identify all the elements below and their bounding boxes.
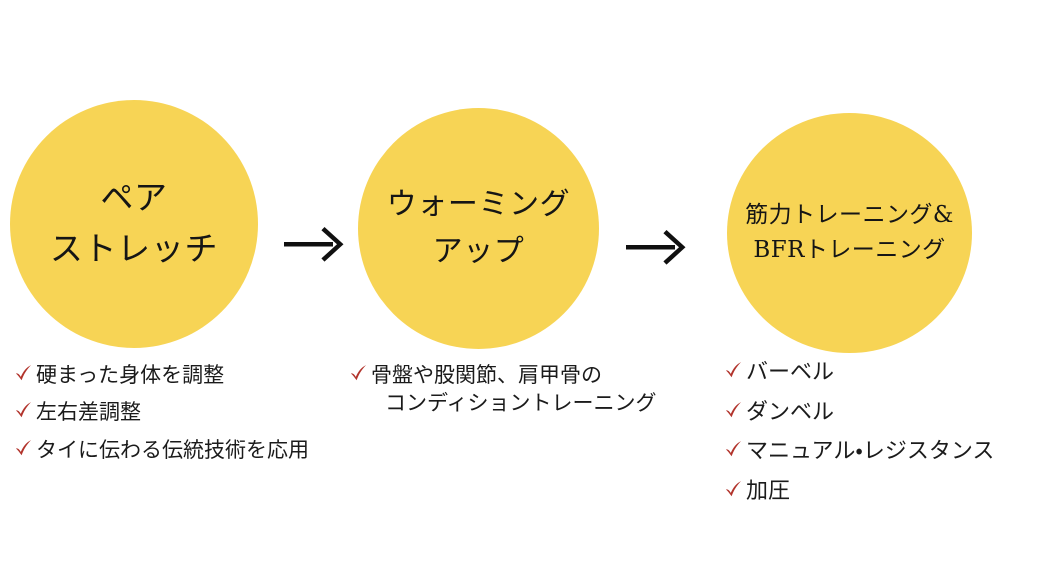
list-item-text-line-2: コンディショントレーニング — [385, 391, 657, 416]
list-item-text: バーベル — [746, 360, 835, 385]
step-column-warming-up: ウォーミング アップ 骨盤や股関節、肩甲骨の コンディショントレーニング — [345, 0, 705, 585]
step-circle-line-2: アップ — [432, 233, 525, 269]
step-circle-line-2: BFRトレーニング — [753, 237, 946, 263]
list-item: 硬まった身体を調整 — [14, 361, 344, 389]
step-column-pair-stretch: ペア ストレッチ 硬まった身体を調整 左右差調整 — [0, 0, 340, 585]
check-icon — [724, 440, 743, 459]
step-circle-warming-up: ウォーミング アップ — [358, 108, 599, 349]
check-icon — [724, 361, 743, 380]
right-arrow-icon — [283, 221, 353, 269]
list-item-text: 加圧 — [746, 479, 791, 505]
check-icon — [724, 401, 743, 420]
list-item-text: 骨盤や股関節、肩甲骨の コンディショントレーニング — [371, 361, 705, 418]
step-column-strength-bfr-training: 筋力トレーニング& BFRトレーニング バーベル ダンベル — [712, 0, 1040, 585]
list-item: バーベル — [724, 358, 1040, 388]
list-item-text: マニュアル・レジスタンス — [746, 439, 995, 465]
list-item: 左右差調整 — [14, 398, 344, 426]
list-item: マニュアル・レジスタンス — [724, 437, 1040, 467]
right-arrow-icon — [625, 224, 695, 272]
step-circle-line-1: ウォーミング — [386, 187, 571, 222]
list-item: 骨盤や股関節、肩甲骨の コンディショントレーニング — [349, 361, 705, 418]
step-circle-line-1: ペア — [100, 178, 168, 218]
check-icon — [14, 439, 33, 458]
list-item-text-line-1: 骨盤や股関節、肩甲骨の — [371, 363, 602, 387]
bullet-list-strength-bfr-training: バーベル ダンベル マニュアル・レジスタンス — [724, 358, 1040, 517]
bullet-list-warming-up: 骨盤や股関節、肩甲骨の コンディショントレーニング — [349, 361, 705, 424]
check-icon — [14, 401, 33, 420]
list-item-text: ダンベル — [746, 399, 835, 425]
step-circle-pair-stretch: ペア ストレッチ — [10, 100, 258, 348]
list-item: ダンベル — [724, 398, 1040, 428]
step-circle-line-2: ストレッチ — [49, 229, 219, 268]
list-item: タイに伝わる伝統技術を応用 — [14, 436, 344, 464]
list-item-text: 左右差調整 — [36, 400, 141, 425]
list-item-text: 硬まった身体を調整 — [36, 363, 225, 387]
check-icon — [14, 364, 33, 383]
bullet-list-pair-stretch: 硬まった身体を調整 左右差調整 タイに伝わる伝統技術を応用 — [14, 361, 344, 473]
check-icon — [724, 480, 743, 499]
step-circle-line-1: 筋力トレーニング& — [745, 201, 954, 228]
step-circle-strength-bfr-training: 筋力トレーニング& BFRトレーニング — [727, 113, 972, 353]
list-item-text: タイに伝わる伝統技術を応用 — [36, 437, 309, 462]
check-icon — [349, 364, 368, 383]
list-item: 加圧 — [724, 477, 1040, 507]
